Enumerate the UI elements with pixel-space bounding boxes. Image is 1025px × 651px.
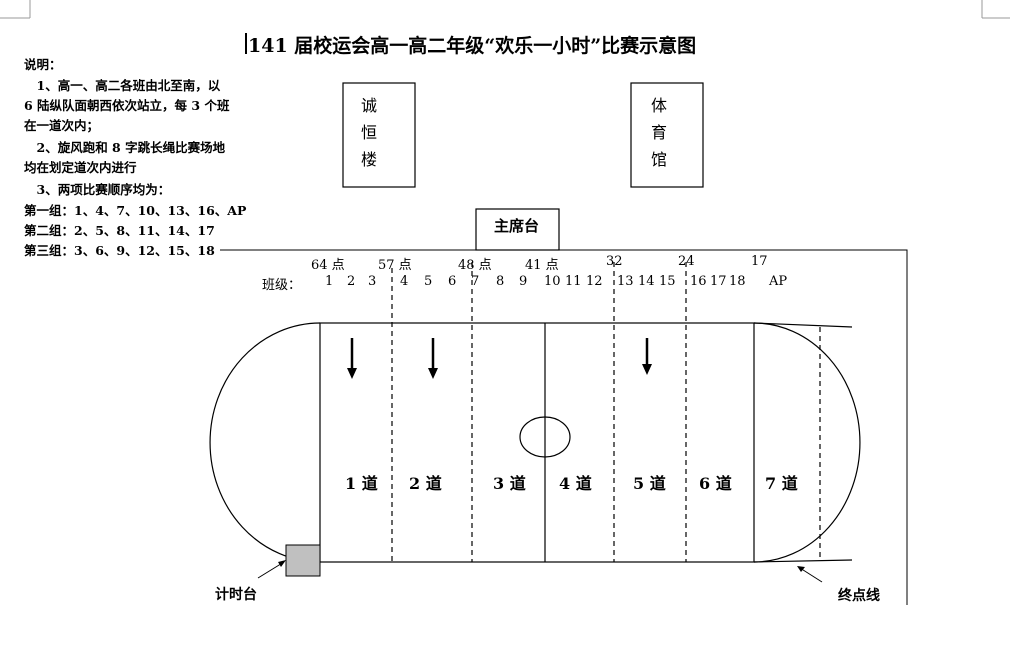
note-line: 第三组：3、6、9、12、15、18 [24, 243, 215, 258]
note-line: 第二组：2、5、8、11、14、17 [24, 223, 215, 238]
stand-label: 主席台 [494, 217, 540, 235]
class-number: 13 [617, 274, 634, 289]
building-char: 楼 [361, 150, 378, 169]
lane-label: 3 道 [493, 474, 526, 493]
lane-label: 6 道 [699, 474, 732, 493]
class-number: 11 [565, 274, 582, 289]
class-number: 15 [659, 274, 676, 289]
right-curve [753, 322, 861, 563]
building-char: 恒 [361, 123, 378, 142]
chengheng-building [342, 82, 416, 188]
note-line: 2、旋风跑和 8 字跳长绳比赛场地 [24, 140, 226, 155]
point-label: 64 点 [311, 258, 345, 273]
class-number: 1 [325, 274, 334, 289]
note-line: 3、两项比赛顺序均为： [24, 182, 171, 197]
class-number: 10 [544, 274, 561, 289]
class-number: 4 [400, 274, 409, 289]
note-line: 6 陆纵队面朝西依次站立，每 3 个班 [24, 98, 230, 113]
finish-line-label: 终点线 [838, 588, 880, 604]
class-number: 9 [519, 274, 528, 289]
left-curve [209, 322, 321, 563]
point-label: 17 [751, 254, 768, 269]
class-number: 2 [347, 274, 356, 289]
page-title: 141 届校运会高一高二年级“欢乐一小时”比赛示意图 [248, 35, 697, 57]
class-number: 7 [471, 274, 480, 289]
point-label: 41 点 [525, 258, 559, 273]
building-char: 诚 [361, 96, 378, 115]
class-number: 18 [729, 274, 746, 289]
note-line: 第一组：1、4、7、10、13、16、AP [24, 203, 247, 218]
class-number: AP [769, 274, 788, 289]
class-number: 8 [496, 274, 505, 289]
note-line: 1、高一、高二各班由北至南，以 [24, 78, 221, 93]
lane-label: 5 道 [633, 474, 666, 493]
class-number: 16 [690, 274, 707, 289]
building-char: 体 [651, 96, 668, 115]
note-line: 说明： [24, 57, 62, 72]
building-char: 育 [651, 123, 668, 142]
class-number: 17 [710, 274, 727, 289]
class-label: 班级： [262, 278, 302, 293]
timer-box [285, 544, 321, 577]
lane-label: 7 道 [765, 474, 798, 493]
class-number: 3 [368, 274, 377, 289]
gym-building [630, 82, 704, 188]
timer-label: 计时台 [215, 587, 257, 603]
class-number: 5 [424, 274, 433, 289]
building-char: 馆 [651, 150, 668, 169]
class-number: 14 [638, 274, 655, 289]
direction-arrows [347, 338, 652, 379]
point-label: 32 [606, 254, 623, 269]
class-number: 12 [586, 274, 603, 289]
lane-label: 2 道 [409, 474, 442, 493]
note-line: 均在划定道次内进行 [24, 160, 137, 175]
lane-label: 4 道 [559, 474, 592, 493]
note-line: 在一道次内； [24, 118, 100, 133]
point-label: 24 [678, 254, 695, 269]
point-label: 48 点 [458, 258, 492, 273]
point-label: 57 点 [378, 258, 412, 273]
field [319, 322, 755, 563]
class-number: 6 [448, 274, 457, 289]
lane-label: 1 道 [345, 474, 378, 493]
